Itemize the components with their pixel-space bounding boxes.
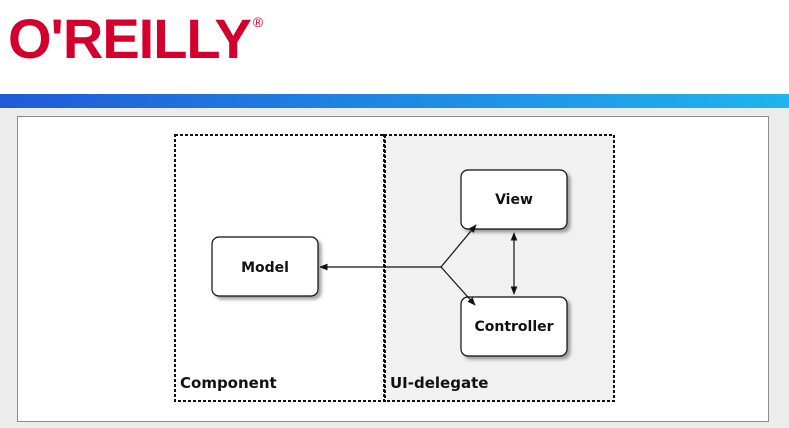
model-label: Model: [241, 260, 289, 276]
arrow-to-view: [440, 224, 477, 268]
model-box: [211, 236, 319, 297]
ui-delegate-boundary: [383, 134, 615, 402]
header-gradient-bar: [0, 94, 789, 108]
ui-delegate-label: UI-delegate: [390, 374, 488, 392]
component-label: Component: [180, 374, 277, 392]
controller-box: [460, 296, 568, 357]
component-boundary: [174, 134, 386, 402]
logo-text: O'REILLY: [8, 7, 252, 70]
registered-mark: ®: [252, 14, 264, 30]
controller-label: Controller: [474, 319, 553, 335]
arrow-to-controller: [440, 266, 476, 306]
view-label: View: [495, 192, 533, 208]
view-box: [460, 169, 568, 230]
oreilly-logo: O'REILLY ®: [8, 4, 263, 74]
